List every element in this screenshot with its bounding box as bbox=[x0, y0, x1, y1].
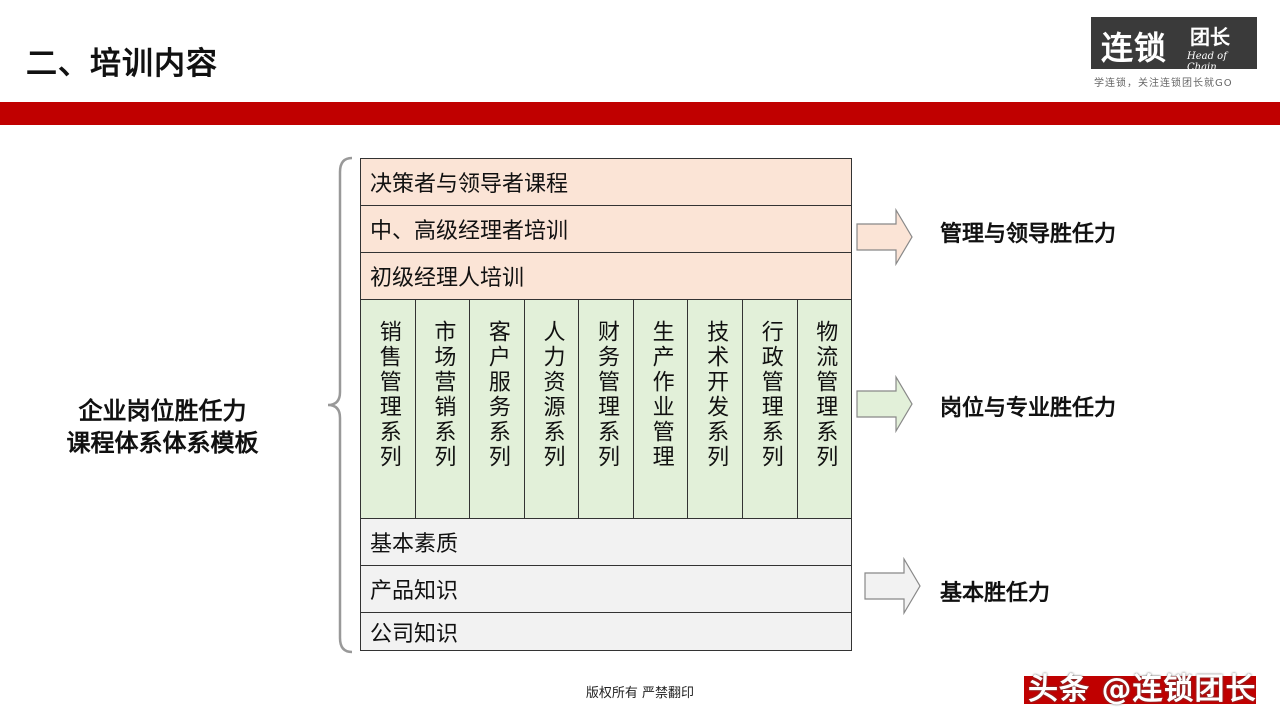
competency-label-basic: 基本胜任力 bbox=[940, 581, 1051, 606]
series-label: 客户服务系列 bbox=[484, 320, 510, 470]
series-label: 技术开发系列 bbox=[703, 320, 729, 470]
series-column: 客户服务系列 bbox=[470, 300, 525, 518]
logo-main-text: 连锁 bbox=[1101, 29, 1168, 67]
course-system-table: 决策者与领导者课程 中、高级经理者培训 初级经理人培训 销售管理系列 市场营销系… bbox=[360, 158, 852, 651]
row-label: 决策者与领导者课程 bbox=[370, 172, 569, 197]
row-label: 中、高级经理者培训 bbox=[370, 219, 569, 244]
competency-label-professional: 岗位与专业胜任力 bbox=[940, 396, 1117, 421]
series-label: 生产作业管理 bbox=[648, 320, 674, 470]
series-column: 技术开发系列 bbox=[688, 300, 743, 518]
series-label: 财务管理系列 bbox=[594, 320, 620, 470]
series-column: 生产作业管理 bbox=[634, 300, 689, 518]
arrow-right-icon bbox=[864, 557, 921, 615]
footer-copyright: 版权所有 严禁翻印 bbox=[585, 686, 695, 701]
logo-small-text: 团长 bbox=[1190, 25, 1230, 49]
left-brace-icon bbox=[327, 156, 353, 654]
watermark-bar bbox=[1024, 676, 1256, 704]
row-label: 公司知识 bbox=[370, 621, 459, 647]
series-column: 财务管理系列 bbox=[579, 300, 634, 518]
brand-logo: 连锁 团长 Head of Chain bbox=[1091, 17, 1257, 73]
table-row: 产品知识 bbox=[361, 566, 851, 613]
logo-english-text: Head of Chain bbox=[1187, 51, 1227, 73]
series-label: 人力资源系列 bbox=[539, 320, 565, 470]
watermark-text: 头条 @连锁团长 bbox=[1028, 672, 1257, 707]
system-label-line2: 课程体系体系模板 bbox=[66, 429, 259, 457]
system-label: 企业岗位胜任力 课程体系体系模板 bbox=[40, 395, 285, 459]
series-column: 市场营销系列 bbox=[416, 300, 471, 518]
competency-label-management: 管理与领导胜任力 bbox=[940, 222, 1117, 247]
series-column: 销售管理系列 bbox=[361, 300, 416, 518]
professional-series-grid: 销售管理系列 市场营销系列 客户服务系列 人力资源系列 财务管理系列 生产作业管… bbox=[361, 300, 851, 519]
row-label: 初级经理人培训 bbox=[370, 266, 525, 291]
table-row: 中、高级经理者培训 bbox=[361, 206, 851, 253]
table-row: 初级经理人培训 bbox=[361, 253, 851, 300]
table-row: 决策者与领导者课程 bbox=[361, 159, 851, 206]
page-title: 二、培训内容 bbox=[26, 46, 218, 82]
series-label: 销售管理系列 bbox=[375, 320, 401, 470]
system-label-line1: 企业岗位胜任力 bbox=[78, 397, 247, 425]
series-label: 市场营销系列 bbox=[430, 320, 456, 470]
series-column: 物流管理系列 bbox=[798, 300, 852, 518]
series-label: 行政管理系列 bbox=[757, 320, 783, 470]
row-label: 基本素质 bbox=[370, 532, 459, 557]
table-row: 公司知识 bbox=[361, 613, 851, 650]
header-red-band bbox=[0, 102, 1280, 125]
table-row: 基本素质 bbox=[361, 519, 851, 566]
arrow-right-icon bbox=[856, 208, 913, 266]
row-label: 产品知识 bbox=[370, 579, 459, 604]
series-column: 行政管理系列 bbox=[743, 300, 798, 518]
series-column: 人力资源系列 bbox=[525, 300, 580, 518]
arrow-right-icon bbox=[856, 375, 913, 433]
logo-tagline: 学连锁，关注连锁团长就GO bbox=[1094, 78, 1233, 89]
series-label: 物流管理系列 bbox=[812, 320, 838, 470]
